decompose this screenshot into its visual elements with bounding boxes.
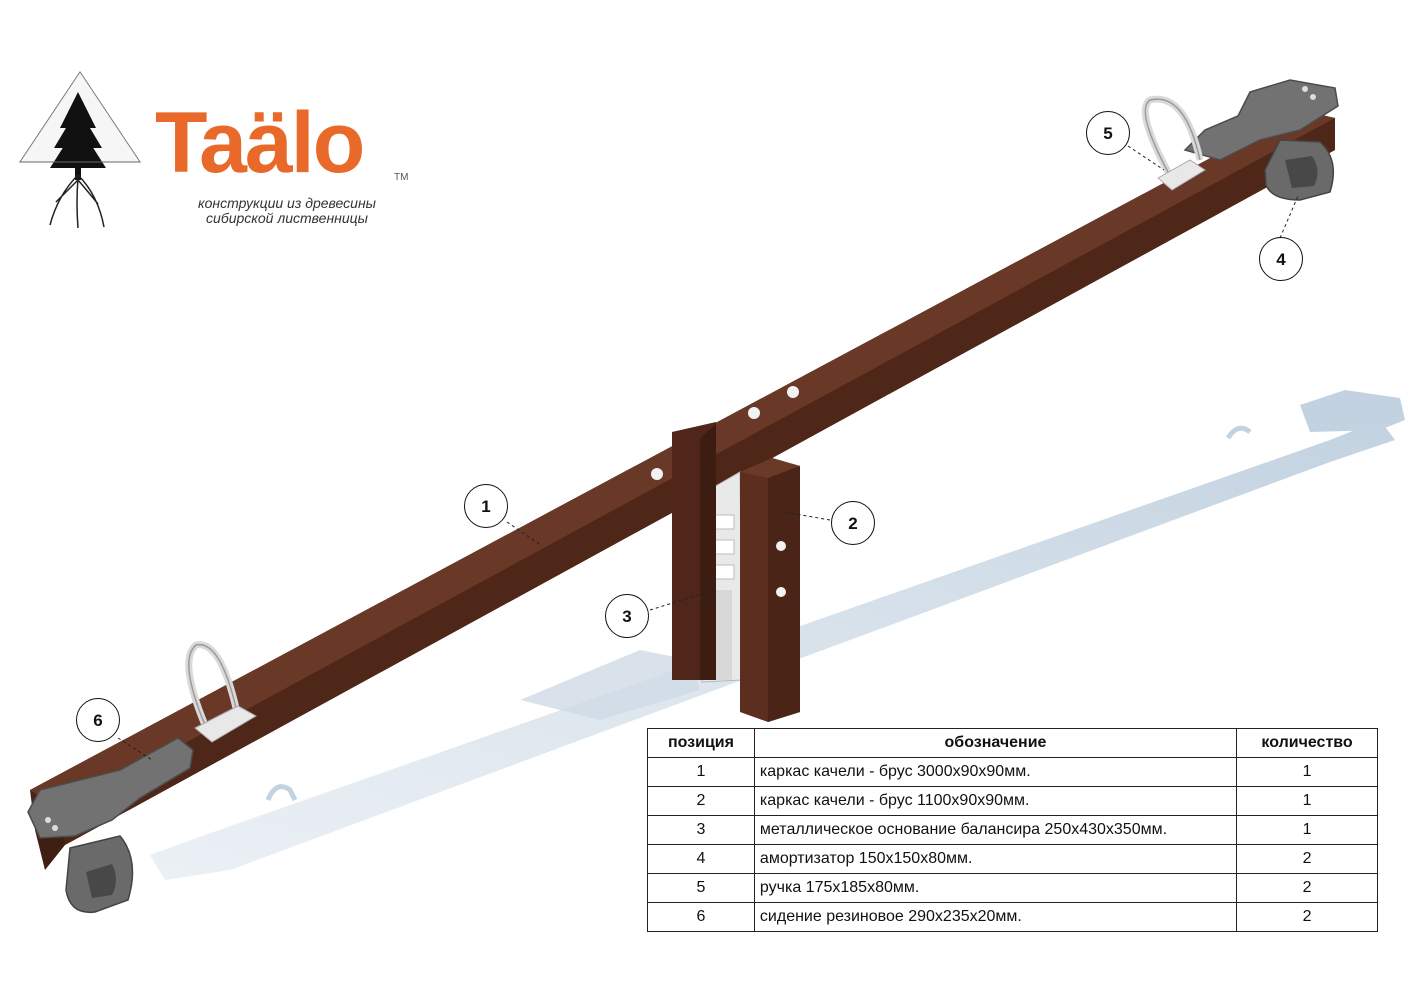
row-position: 5 [647, 873, 755, 903]
callout-2: 2 [831, 501, 875, 545]
row-position: 3 [647, 815, 755, 845]
left-seat [27, 737, 194, 839]
right-seat [1183, 79, 1339, 161]
row-designation: ручка 175х185х80мм. [753, 873, 1238, 903]
row-quantity: 1 [1236, 786, 1378, 816]
table-row: 3 металлическое основание балансира 250х… [647, 815, 1378, 845]
row-quantity: 2 [1236, 844, 1378, 874]
table-row: 4 амортизатор 150х150х80мм. 2 [647, 844, 1378, 874]
table-row: 6 сидение резиновое 290х235х20мм. 2 [647, 902, 1378, 932]
leader-lines [117, 145, 1299, 761]
brand-name: Taälo [155, 95, 365, 191]
table-row: 5 ручка 175х185х80мм. 2 [647, 873, 1378, 903]
row-position: 1 [647, 757, 755, 787]
row-position: 4 [647, 844, 755, 874]
callout-3: 3 [605, 594, 649, 638]
row-designation: каркас качели - брус 3000х90х90мм. [753, 757, 1238, 787]
callout-4: 4 [1259, 237, 1303, 281]
row-designation: амортизатор 150х150х80мм. [753, 844, 1238, 874]
brand-trademark: TM [394, 172, 409, 183]
left-handle [185, 641, 258, 743]
brand-tagline-line1: конструкции из древесины [198, 195, 376, 211]
header-quantity: количество [1236, 728, 1378, 758]
row-designation: сидение резиновое 290х235х20мм. [753, 902, 1238, 932]
row-position: 6 [647, 902, 755, 932]
brand-tagline-line2: сибирской лиственницы [206, 210, 368, 226]
tree-logo-icon [19, 71, 141, 229]
row-quantity: 2 [1236, 873, 1378, 903]
table-row: 1 каркас качели - брус 3000х90х90мм. 1 [647, 757, 1378, 787]
header-designation: обозначение [753, 728, 1238, 758]
left-bumper [65, 835, 134, 914]
right-bumper [1264, 139, 1335, 201]
header-position: позиция [647, 728, 755, 758]
row-designation: каркас качели - брус 1100х90х90мм. [753, 786, 1238, 816]
row-designation: металлическое основание балансира 250х43… [753, 815, 1238, 845]
front-post [740, 458, 800, 722]
row-quantity: 1 [1236, 815, 1378, 845]
callout-1: 1 [464, 484, 508, 528]
row-quantity: 1 [1236, 757, 1378, 787]
callout-5: 5 [1086, 111, 1130, 155]
row-position: 2 [647, 786, 755, 816]
table-header-row: позиция обозначение количество [647, 728, 1378, 758]
row-quantity: 2 [1236, 902, 1378, 932]
specification-table: позиция обозначение количество 1 каркас … [647, 728, 1378, 932]
right-handle [1141, 95, 1206, 191]
table-row: 2 каркас качели - брус 1100х90х90мм. 1 [647, 786, 1378, 816]
callout-6: 6 [76, 698, 120, 742]
back-post [672, 422, 716, 680]
